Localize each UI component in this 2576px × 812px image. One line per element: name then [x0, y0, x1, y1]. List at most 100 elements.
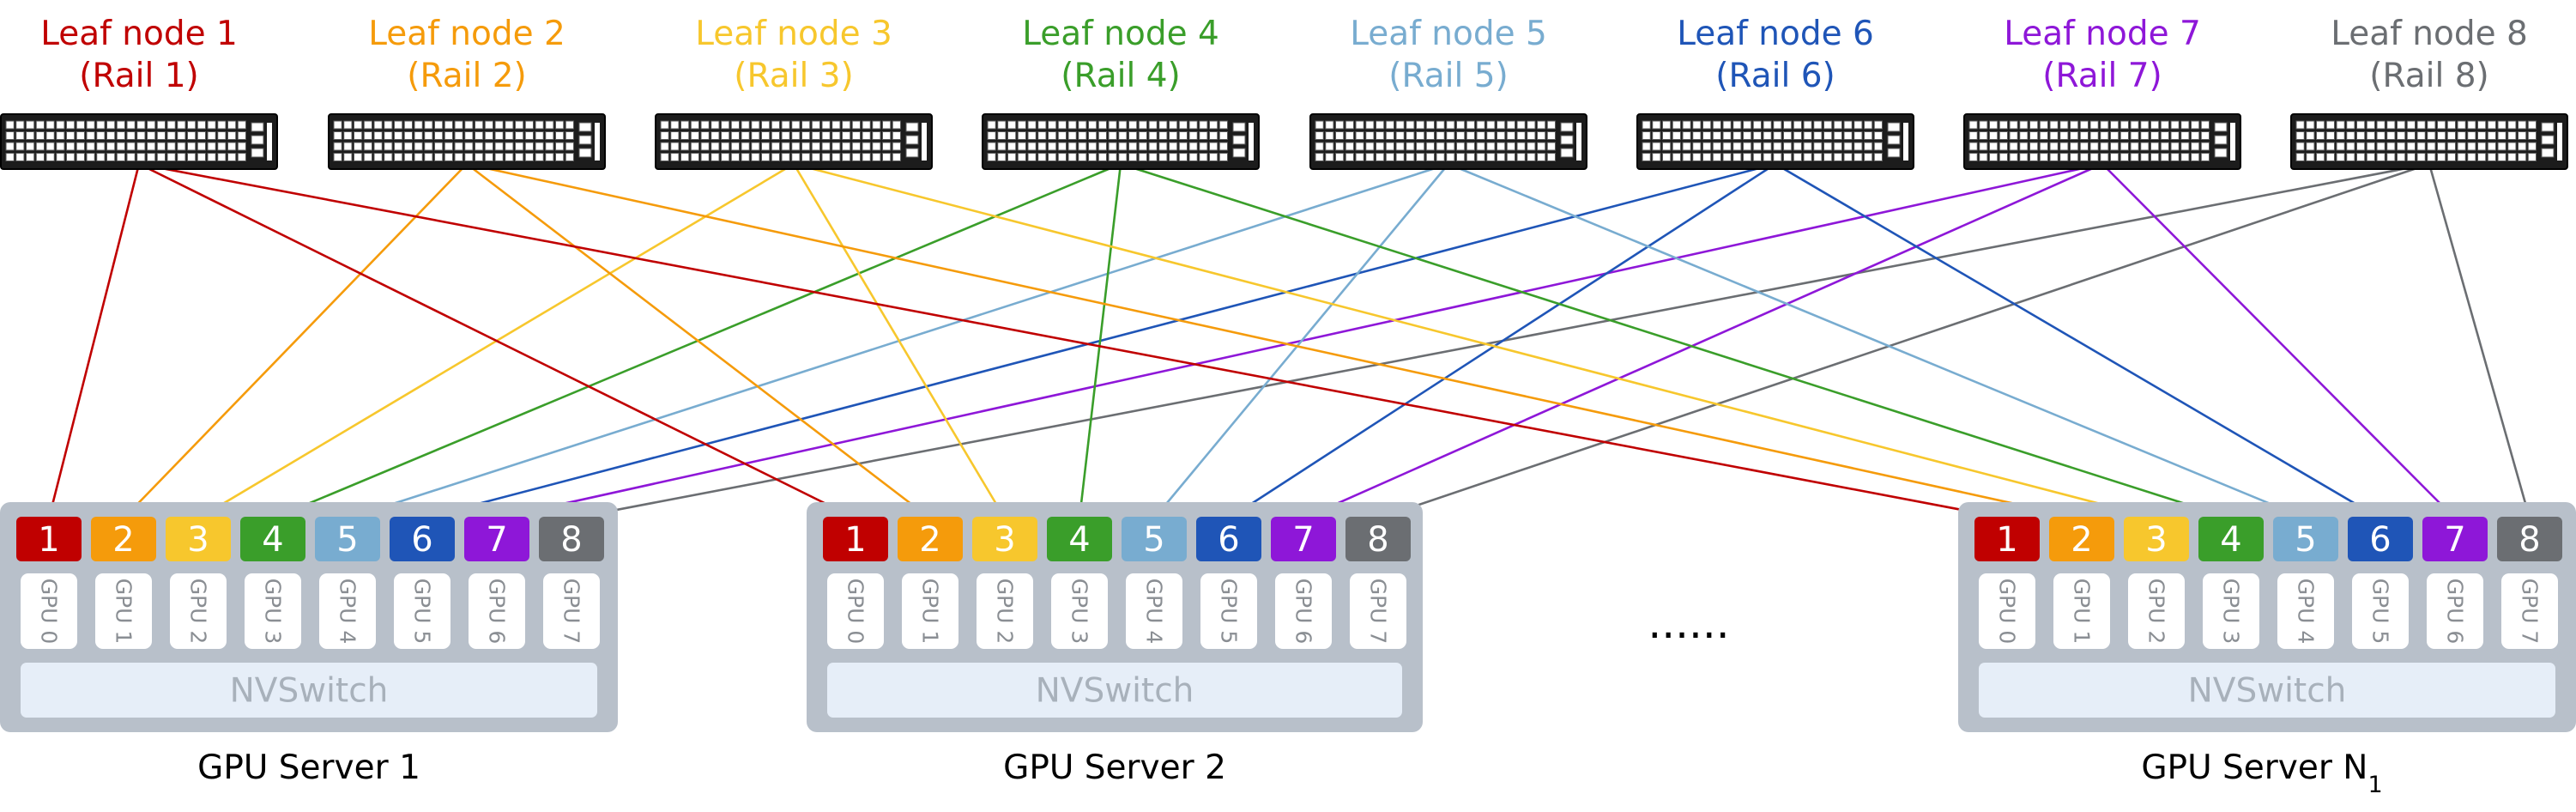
gpu-label: GPU 3	[1067, 579, 1092, 645]
gpu-7: GPU 7	[2501, 573, 2558, 649]
rail-link-s3-r6	[1775, 162, 2381, 520]
gpu-7: GPU 7	[1350, 573, 1406, 649]
gpu-5: GPU 5	[1200, 573, 1257, 649]
nic-number: 5	[1143, 520, 1164, 560]
nic-number: 5	[2295, 520, 2316, 560]
leaf-node-name: Leaf node 6	[1677, 15, 1874, 53]
leaf-switch-icon	[1963, 113, 2241, 170]
nic-number: 2	[112, 520, 134, 560]
nic-number: 2	[919, 520, 940, 560]
nic-port-3: 3	[166, 517, 231, 561]
nic-number: 4	[1068, 520, 1090, 560]
nic-port-6: 6	[390, 517, 455, 561]
nic-port-3: 3	[2124, 517, 2189, 561]
nic-number: 2	[2071, 520, 2092, 560]
nic-port-8: 8	[539, 517, 604, 561]
nic-port-2: 2	[2049, 517, 2114, 561]
nic-port-1: 1	[16, 517, 82, 561]
leaf-switch-icon	[1309, 113, 1587, 170]
nic-number: 3	[2145, 520, 2167, 560]
rail-link-s3-r2	[466, 162, 2083, 520]
leaf-node-6: Leaf node 6 (Rail 6)	[1636, 15, 1914, 170]
leaf-node-8: Leaf node 8 (Rail 8)	[2290, 15, 2568, 170]
nic-number: 8	[2519, 520, 2540, 560]
nvswitch: NVSwitch	[21, 663, 597, 718]
gpu-2: GPU 2	[170, 573, 227, 649]
leaf-switches: Leaf node 1(Rail 1)Leaf node 2(Rail 2)Le…	[0, 15, 2568, 170]
gpu-label: GPU 4	[2294, 579, 2319, 645]
gpu-4: GPU 4	[2277, 573, 2334, 649]
gpu-label: GPU 6	[485, 579, 510, 645]
leaf-node-rail: (Rail 8)	[2369, 57, 2488, 95]
leaf-switch-icon	[982, 113, 1260, 170]
gpu-label: GPU 5	[1217, 579, 1242, 645]
leaf-node-name: Leaf node 5	[1350, 15, 1547, 53]
gpu-label: GPU 0	[37, 579, 62, 645]
gpu-1: GPU 1	[902, 573, 958, 649]
rail-link-s3-r7	[2101, 163, 2456, 519]
gpu-4: GPU 4	[1126, 573, 1182, 649]
server-label-subscript: 1	[2367, 772, 2382, 798]
gpu-label: GPU 3	[2219, 579, 2244, 645]
leaf-node-name: Leaf node 8	[2331, 15, 2528, 53]
gpu-7: GPU 7	[543, 573, 600, 649]
rail-link-s2-r5	[1152, 163, 1450, 519]
gpu-5: GPU 5	[2352, 573, 2409, 649]
nic-number: 4	[2220, 520, 2241, 560]
server-label: GPU Server 1	[197, 748, 420, 787]
gpu-label: GPU 0	[1995, 579, 2020, 645]
leaf-node-name: Leaf node 4	[1022, 15, 1219, 53]
leaf-node-name: Leaf node 1	[40, 15, 238, 53]
gpu-label: GPU 2	[2144, 579, 2169, 645]
nic-number: 1	[1996, 520, 2017, 560]
rail-link-s3-r5	[1448, 162, 2307, 520]
leaf-switch-icon	[1636, 113, 1914, 170]
nic-number: 8	[560, 520, 582, 560]
rail-link-s2-r1	[138, 162, 856, 520]
gpu-label: GPU 2	[993, 579, 1018, 645]
gpu-label: GPU 1	[918, 579, 943, 645]
nic-port-4: 4	[1047, 517, 1112, 561]
nic-port-8: 8	[2497, 517, 2562, 561]
nic-port-1: 1	[1974, 517, 2040, 561]
gpu-label: GPU 4	[1142, 579, 1167, 645]
gpu-6: GPU 6	[2427, 573, 2483, 649]
leaf-node-name: Leaf node 3	[695, 15, 892, 53]
gpu-3: GPU 3	[245, 573, 301, 649]
leaf-node-name: Leaf node 2	[368, 15, 565, 53]
nic-port-8: 8	[1345, 517, 1411, 561]
nic-port-5: 5	[2273, 517, 2338, 561]
leaf-node-rail: (Rail 1)	[79, 57, 198, 95]
gpu-label: GPU 7	[1366, 579, 1391, 645]
gpu-label: GPU 6	[1291, 579, 1316, 645]
gpu-label: GPU 0	[844, 579, 868, 645]
rail-link-s2-r2	[466, 162, 931, 520]
leaf-node-rail: (Rail 7)	[2042, 57, 2162, 95]
rail-link-s2-r4	[1078, 163, 1122, 519]
nic-number: 7	[2444, 520, 2465, 560]
more-servers-ellipsis: ......	[1648, 598, 1729, 648]
nvswitch-label: NVSwitch	[230, 672, 389, 711]
rail-link-s2-r7	[1303, 162, 2103, 520]
leaf-node-5: Leaf node 5(Rail 5)	[1309, 15, 1587, 170]
nvswitch: NVSwitch	[827, 663, 1402, 718]
nic-port-3: 3	[972, 517, 1037, 561]
leaf-switch-icon	[2290, 113, 2568, 170]
gpu-2: GPU 2	[2128, 573, 2185, 649]
leaf-node-name: Leaf node 7	[2004, 15, 2201, 53]
nic-port-6: 6	[2348, 517, 2413, 561]
gpu-3: GPU 3	[2203, 573, 2259, 649]
nvswitch-label: NVSwitch	[2188, 672, 2347, 711]
rail-link-s1-r2	[123, 163, 468, 519]
leaf-node-rail: (Rail 6)	[1715, 57, 1835, 95]
nic-port-7: 7	[464, 517, 529, 561]
server-label: GPU Server 2	[1003, 748, 1226, 787]
gpu-6: GPU 6	[1275, 573, 1332, 649]
nic-number: 6	[411, 520, 432, 560]
nvswitch: NVSwitch	[1979, 663, 2555, 718]
nic-port-1: 1	[823, 517, 888, 561]
nic-port-4: 4	[2198, 517, 2264, 561]
nic-port-5: 5	[315, 517, 380, 561]
